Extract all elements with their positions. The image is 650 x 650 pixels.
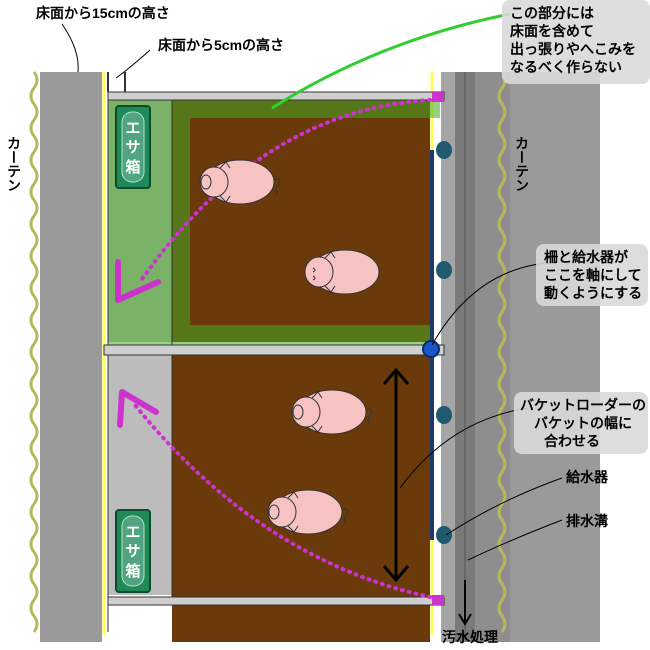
left-walkway [40,72,102,642]
right-curtain-line [497,71,507,633]
pig-2 [304,249,380,295]
right-inner-strip [475,72,510,642]
water-feeders [436,141,452,544]
feed-box-bottom: エ サ 箱 [115,509,151,593]
callout-bucket-line2: バケットの幅に [534,415,632,431]
bottom-pen-floor [172,355,430,599]
water-feeder-3 [436,406,452,424]
drain-arrow [458,580,472,626]
callout-pivot-line3: 動くようにする [544,285,642,301]
water-feeder-2 [436,261,452,279]
leader-water-feeder [445,477,563,536]
feed-box-bottom-char1: エ [125,524,140,541]
bottom-bucket-path [133,403,432,599]
label-drain-treatment: 汚水処理 [442,629,498,645]
bottom-rail [107,596,445,606]
pig-4 [267,489,348,535]
left-curtain-line [29,71,39,633]
feed-box-bottom-char2: サ [125,543,140,560]
top-pen-floor [172,92,430,342]
callout-no-bumps-line2: 床面を含めて [510,23,594,39]
pig-3 [291,389,372,435]
callout-no-bumps-line4: なるべく作らない [510,59,622,75]
callout-pivot-line2: ここを軸にして [544,267,642,283]
callout-box-pivot [536,244,648,306]
leader-bucket [399,407,529,489]
callout-pivot-line1: 柵と給水器が [544,249,629,265]
bucket-width-arrow [382,367,410,583]
feed-box-bottom-char3: 箱 [125,562,140,580]
label-curtain-left: カーテン [6,136,22,192]
label-water-feeder: 給水器 [566,469,609,485]
leader-15cm [61,23,79,73]
pig-1 [199,159,280,205]
leader-5cm [115,49,151,79]
feed-box-top-char1: エ [125,120,140,137]
top-bucket-path [138,98,432,284]
leader-no-bumps [271,12,511,110]
water-feeder-1 [436,141,452,159]
bottom-bucket-arrowhead [117,389,159,428]
feed-box-top-char2: サ [125,139,140,156]
leader-drain [467,519,563,561]
right-rail-strip [441,72,455,642]
bottom-rail-end [432,595,444,605]
water-feeder-4 [436,526,452,544]
middle-rail [103,344,445,356]
callout-bucket-line3: 合わせる [544,433,600,449]
lower-floor-extension [172,600,430,642]
callout-box-no-bumps [502,0,650,84]
pivot-point [422,340,440,358]
callout-box-bucket [514,392,648,454]
label-floor-15cm: 床面から15cmの高さ [36,5,170,21]
top-bucket-arrowhead [115,259,161,303]
label-drain-gutter: 排水溝 [566,513,608,529]
label-floor-5cm: 床面から5cmの高さ [158,37,284,53]
feed-box-top: エ サ 箱 [115,105,151,189]
top-rail-end [432,92,444,102]
callout-no-bumps-line3: 出っ張りやへこみを [510,41,636,57]
feed-box-top-char3: 箱 [125,158,140,176]
right-walkway [510,72,600,642]
callout-bucket-line1: バケットローダーの [520,397,646,413]
top-rail [107,91,445,101]
label-curtain-right: カーテン [514,136,530,192]
callout-no-bumps-line1: この部分には [510,5,594,21]
